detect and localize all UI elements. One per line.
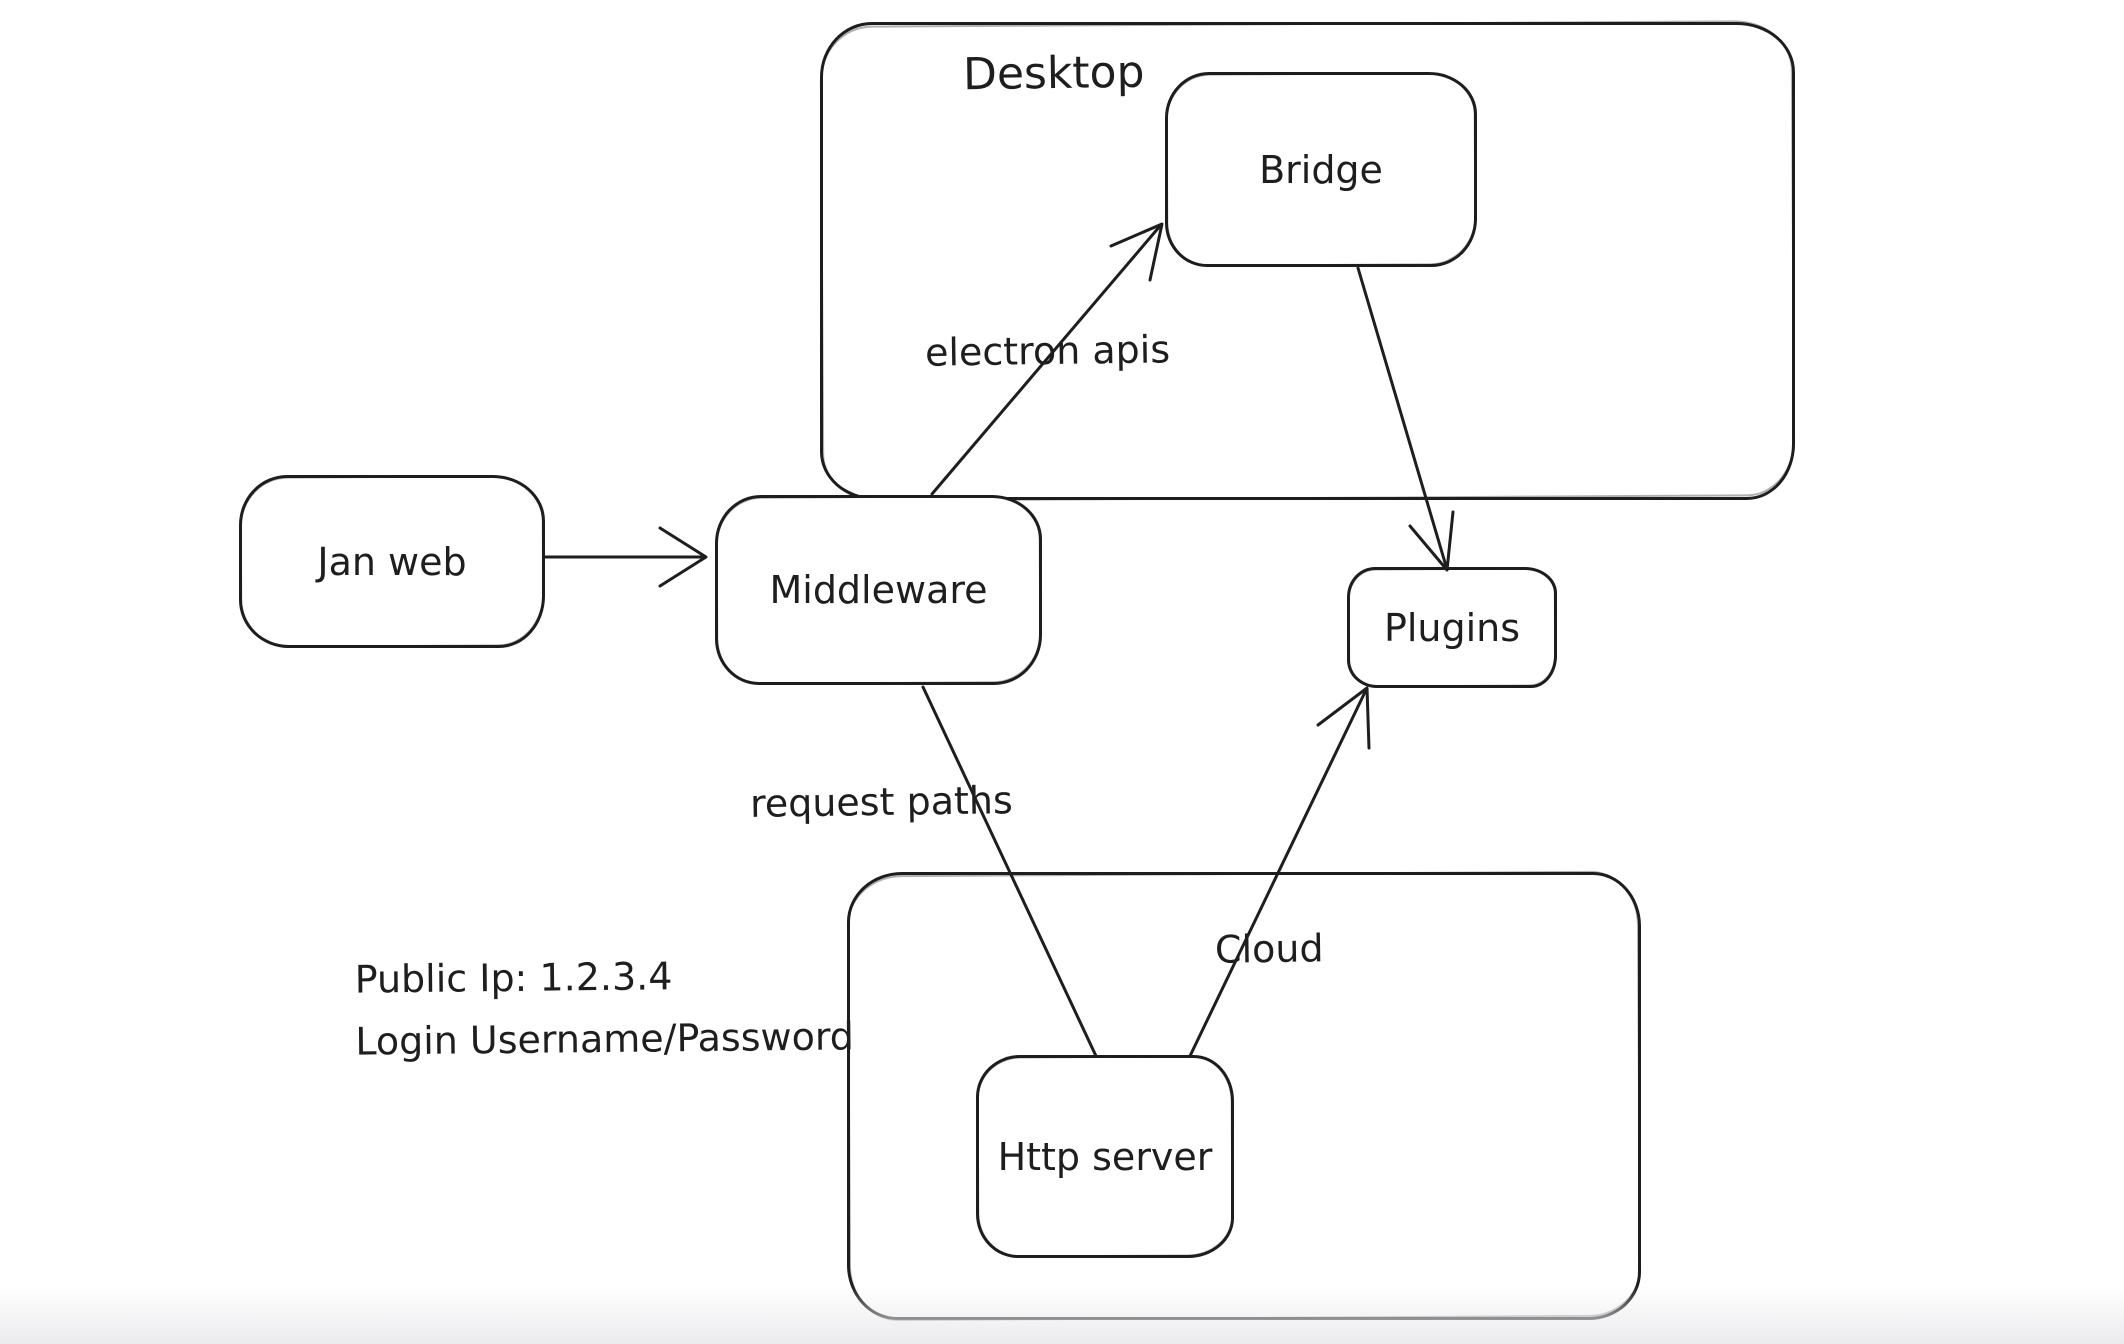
- note-line-public-ip: Public Ip: 1.2.3.4: [354, 954, 673, 1002]
- edge-middleware-to-httpserver[interactable]: [921, 685, 1098, 1058]
- node-plugins-label: Plugins: [1383, 605, 1521, 650]
- node-bridge[interactable]: Bridge: [1165, 72, 1477, 267]
- edge-line[interactable]: [1356, 266, 1448, 568]
- node-plugins[interactable]: Plugins: [1347, 567, 1557, 688]
- node-middleware[interactable]: Middleware: [715, 495, 1042, 685]
- edge-janweb-to-middleware[interactable]: [543, 526, 708, 588]
- node-jan-web-label: Jan web: [317, 539, 467, 584]
- desktop-container-box[interactable]: [820, 22, 1795, 500]
- edge-line[interactable]: [1188, 688, 1368, 1058]
- node-http-server-label: Http server: [997, 1134, 1213, 1179]
- edge-label-request-paths[interactable]: request paths: [749, 778, 1014, 826]
- desktop-container-title[interactable]: Desktop: [962, 46, 1145, 101]
- edge-httpserver-to-plugins[interactable]: [1188, 686, 1371, 1058]
- cloud-container-title[interactable]: Cloud: [1214, 926, 1324, 972]
- arrowhead: [1109, 222, 1164, 282]
- note-text[interactable]: Public Ip: 1.2.3.4 Login Username/Passwo…: [354, 943, 854, 1072]
- node-middleware-label: Middleware: [769, 568, 988, 612]
- arrowhead: [658, 526, 708, 588]
- node-jan-web[interactable]: Jan web: [239, 475, 545, 648]
- arrowhead: [1408, 510, 1455, 572]
- arrowhead: [1316, 686, 1371, 750]
- edge-middleware-to-bridge[interactable]: [930, 222, 1164, 496]
- note-line-login: Login Username/Password: [355, 1014, 855, 1064]
- node-http-server[interactable]: Http server: [976, 1055, 1234, 1258]
- edge-line[interactable]: [930, 224, 1162, 496]
- edge-bridge-to-plugins[interactable]: [1356, 266, 1455, 572]
- edge-label-electron-apis[interactable]: electron apis: [924, 327, 1171, 375]
- edge-line[interactable]: [921, 685, 1098, 1058]
- node-bridge-label: Bridge: [1259, 147, 1383, 192]
